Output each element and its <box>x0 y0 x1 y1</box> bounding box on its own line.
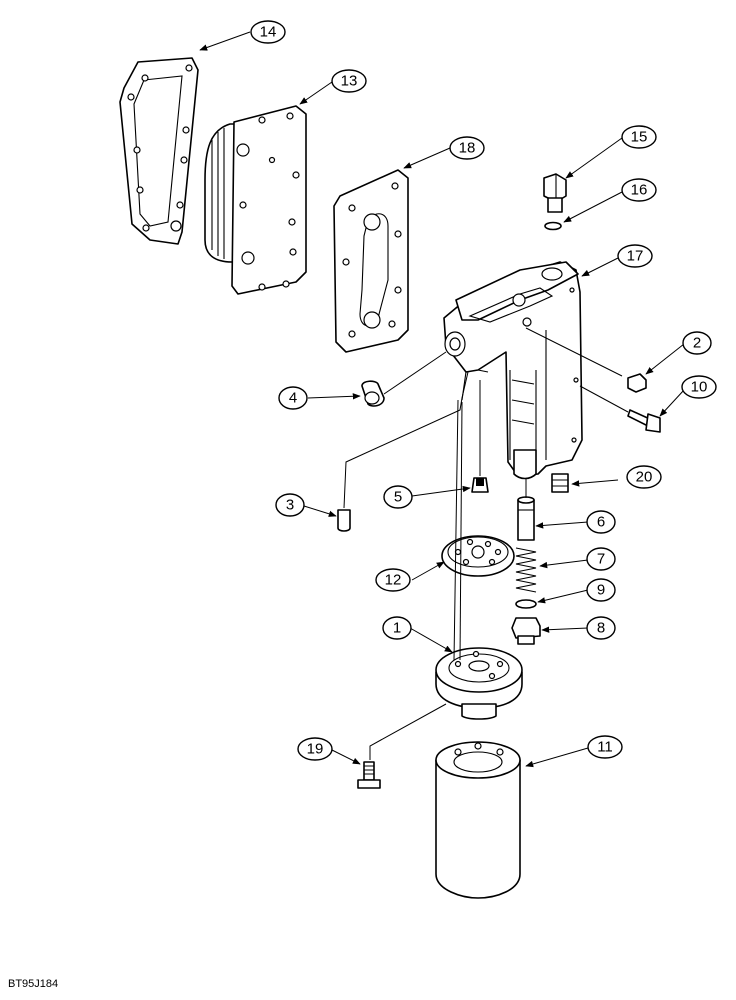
callout-5: 5 <box>383 485 413 509</box>
callout-label: 2 <box>693 335 701 352</box>
callout-label: 8 <box>597 620 605 637</box>
part-14-gasket <box>119 57 199 245</box>
callout-label: 14 <box>260 24 277 41</box>
callout-label: 1 <box>393 620 401 637</box>
callout-17: 17 <box>617 244 653 268</box>
callout-15: 15 <box>621 125 657 149</box>
callout-11: 11 <box>587 735 623 759</box>
part-13-oil-cooler <box>204 105 307 295</box>
callout-19: 19 <box>297 737 333 761</box>
figure-reference-code: BT95J184 <box>8 978 59 990</box>
callout-12: 12 <box>375 568 411 592</box>
callout-label: 11 <box>597 739 613 756</box>
part-8-plug <box>511 617 541 645</box>
part-2-plug <box>627 373 647 393</box>
callout-label: 12 <box>385 572 402 589</box>
callout-label: 13 <box>341 73 358 90</box>
part-16-o-ring <box>544 221 562 231</box>
callout-8: 8 <box>586 616 616 640</box>
part-12-valve-plate <box>441 535 515 577</box>
callout-leaders <box>199 31 685 768</box>
part-20-sleeve <box>551 473 569 493</box>
callout-7: 7 <box>586 547 616 571</box>
callout-label: 5 <box>394 489 402 506</box>
callout-20: 20 <box>626 465 662 489</box>
callout-label: 4 <box>289 390 297 407</box>
part-6-valve <box>517 496 535 541</box>
part-11-oil-filter <box>435 741 521 899</box>
part-19-screw <box>357 761 381 789</box>
part-17-filter-head <box>443 261 583 480</box>
part-5-valve-plug <box>471 477 489 493</box>
alignment-lines <box>343 327 629 760</box>
callout-label: 7 <box>597 551 605 568</box>
part-4-plug <box>361 380 385 407</box>
callout-label: 19 <box>307 741 324 758</box>
callout-label: 16 <box>631 182 648 199</box>
part-9-o-ring <box>515 599 537 609</box>
callout-label: 6 <box>597 514 605 531</box>
callout-3: 3 <box>275 493 305 517</box>
part-10-bolt <box>627 409 661 433</box>
callout-1: 1 <box>382 616 412 640</box>
callout-label: 18 <box>459 140 476 157</box>
callout-4: 4 <box>278 386 308 410</box>
callout-label: 3 <box>286 497 294 514</box>
callout-label: 9 <box>597 582 605 599</box>
callout-13: 13 <box>331 69 367 93</box>
callout-label: 10 <box>691 379 708 396</box>
callout-label: 17 <box>627 248 644 265</box>
callout-16: 16 <box>621 178 657 202</box>
callout-6: 6 <box>586 510 616 534</box>
callout-label: 15 <box>631 129 648 146</box>
part-18-cooler-gasket <box>333 169 409 353</box>
part-15-bolt <box>543 173 567 213</box>
callout-label: 20 <box>636 469 653 486</box>
callout-10: 10 <box>681 375 717 399</box>
callout-18: 18 <box>449 136 485 160</box>
callout-9: 9 <box>586 578 616 602</box>
callout-14: 14 <box>250 20 286 44</box>
part-7-spring <box>515 547 537 593</box>
part-1-filter-adapter <box>435 647 523 720</box>
part-3-dowel-pin <box>337 509 351 532</box>
callout-2: 2 <box>682 331 712 355</box>
